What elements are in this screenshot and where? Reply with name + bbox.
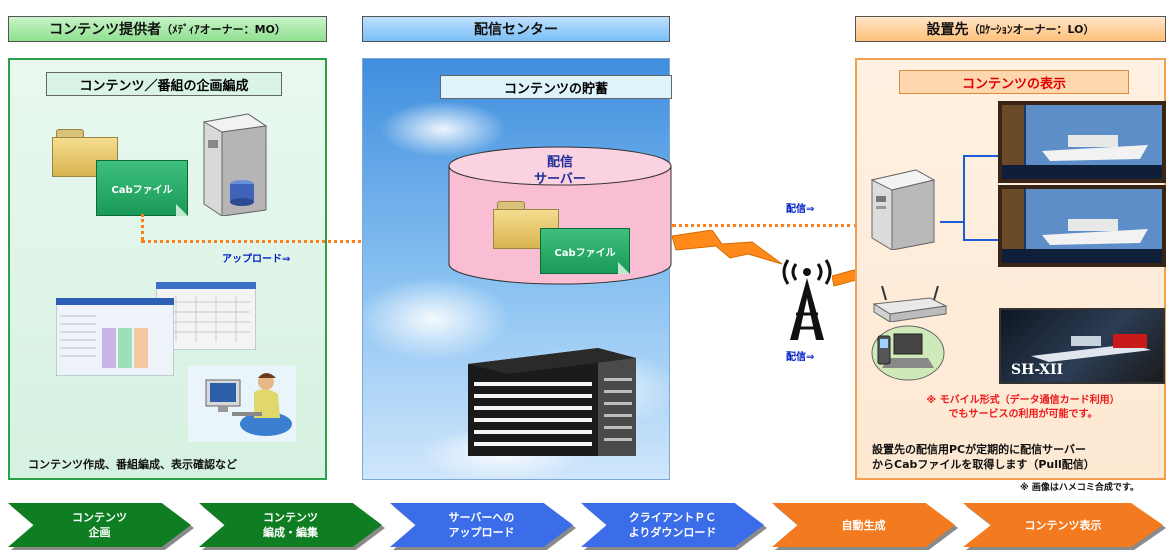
cell-tower-icon <box>782 259 832 340</box>
cab-file-label-left: Cabファイル <box>111 184 173 196</box>
office-building-icon <box>468 348 636 456</box>
step-3-line1: サーバーへの <box>448 511 515 524</box>
step-6-line1: コンテンツ表示 <box>1024 518 1102 532</box>
person-at-computer-icon <box>188 366 296 442</box>
composite-image-note: ※ 画像はハメコミ合成です。 <box>1020 480 1139 493</box>
mobile-note-line2: でもサービスの利用が可能です。 <box>948 409 1098 420</box>
step-1-line2: 企画 <box>88 526 111 539</box>
mobile-laptop-icon <box>871 325 945 381</box>
header-content-provider: コンテンツ提供者 （ﾒﾃﾞｨｱオーナー：MO） <box>8 16 327 42</box>
step-upload-to-server: サーバーへのアップロード <box>390 503 576 550</box>
pull-delivery-note: 設置先の配信用PCが定期的に配信サーバー からCabファイルを取得します（Pul… <box>872 442 1095 472</box>
deliver-label-bottom: 配信⇒ <box>786 348 814 363</box>
lightning-bolt-left-icon <box>672 230 783 265</box>
left-caption: コンテンツ作成、番組編成、表示確認など <box>28 456 237 472</box>
step-content-display: コンテンツ表示 <box>963 503 1166 550</box>
header-content-provider-sub: （ﾒﾃﾞｨｱオーナー：MO） <box>161 23 286 36</box>
ship-display-top <box>998 101 1166 183</box>
deliver-label-bottom-text: 配信⇒ <box>786 352 815 363</box>
header-installation-site: 設置先 （ﾛｹｰｼｮﾝオーナー：LO） <box>855 16 1166 42</box>
upload-label-text: アップロード⇒ <box>222 254 291 265</box>
step-5-line1: 自動生成 <box>841 518 886 532</box>
sh-xii-label: SH-XII <box>1011 362 1064 378</box>
upload-label: アップロード⇒ <box>222 250 290 265</box>
step-2-line1: コンテンツ <box>263 511 318 524</box>
cab-file-label-center: Cabファイル <box>554 247 616 259</box>
step-4-line2: よりダウンロード <box>628 526 717 539</box>
cab-file-doc-left: Cabファイル <box>96 160 188 216</box>
server-label-line2: サーバー <box>534 172 586 187</box>
upload-path-vertical <box>141 214 144 240</box>
sh-xii-ship-graphic <box>1031 334 1151 362</box>
cab-file-doc-center: Cabファイル <box>540 228 630 274</box>
pull-note-line1: 設置先の配信用PCが定期的に配信サーバー <box>872 443 1087 456</box>
planning-subheader-label: コンテンツ／番組の企画編成 <box>79 78 249 94</box>
header-delivery-center: 配信センター <box>362 16 670 42</box>
pull-note-line2: からCabファイルを取得します（Pull配信） <box>872 458 1095 471</box>
mobile-note-line1: ※ モバイル形式（データ通信カード利用） <box>926 395 1120 406</box>
router-icon <box>872 286 948 322</box>
step-content-planning: コンテンツ企画 <box>8 503 194 550</box>
composite-note-text: ※ 画像はハメコミ合成です。 <box>1020 483 1139 493</box>
planning-subheader: コンテンツ／番組の企画編成 <box>46 72 282 96</box>
deliver-label-top: 配信⇒ <box>786 200 814 215</box>
step-client-download: クライアントＰＣ よりダウンロード <box>581 503 767 550</box>
server-label-line1: 配信 <box>546 155 573 170</box>
step-3-line2: アップロード <box>448 526 515 539</box>
step-1-line1: コンテンツ <box>72 511 127 524</box>
step-content-editing: コンテンツ編成・編集 <box>199 503 385 550</box>
display-connection-lines <box>940 155 1000 241</box>
storage-subheader-label: コンテンツの貯蓄 <box>503 81 608 97</box>
display-subheader-label: コンテンツの表示 <box>961 76 1066 92</box>
upload-path-horizontal <box>141 240 441 243</box>
client-pc-icon <box>870 169 936 250</box>
step-4-line1: クライアントＰＣ <box>628 511 717 524</box>
header-content-provider-title: コンテンツ提供者 <box>49 22 162 38</box>
server-tower-icon <box>202 113 268 216</box>
mobile-note: ※ モバイル形式（データ通信カード利用） でもサービスの利用が可能です。 <box>880 394 1166 422</box>
header-delivery-center-title: 配信センター <box>474 22 558 38</box>
delivery-path-to-pc <box>672 224 858 227</box>
display-subheader: コンテンツの表示 <box>899 70 1129 94</box>
storage-subheader: コンテンツの貯蓄 <box>440 75 672 99</box>
left-caption-text: コンテンツ作成、番組編成、表示確認など <box>28 458 237 471</box>
software-screenshot-front <box>56 298 174 376</box>
ship-display-bottom <box>998 185 1166 267</box>
step-2-line2: 編成・編集 <box>263 526 318 539</box>
header-installation-site-sub: （ﾛｹｰｼｮﾝオーナー：LO） <box>968 23 1095 36</box>
server-label: 配信 サーバー <box>500 154 620 188</box>
sh-xii-text: SH-XII <box>1011 362 1063 378</box>
step-auto-generate: 自動生成 <box>772 503 958 550</box>
deliver-label-top-text: 配信⇒ <box>786 204 815 215</box>
header-installation-site-title: 設置先 <box>926 22 969 38</box>
sh-xii-display: SH-XII <box>999 308 1165 384</box>
